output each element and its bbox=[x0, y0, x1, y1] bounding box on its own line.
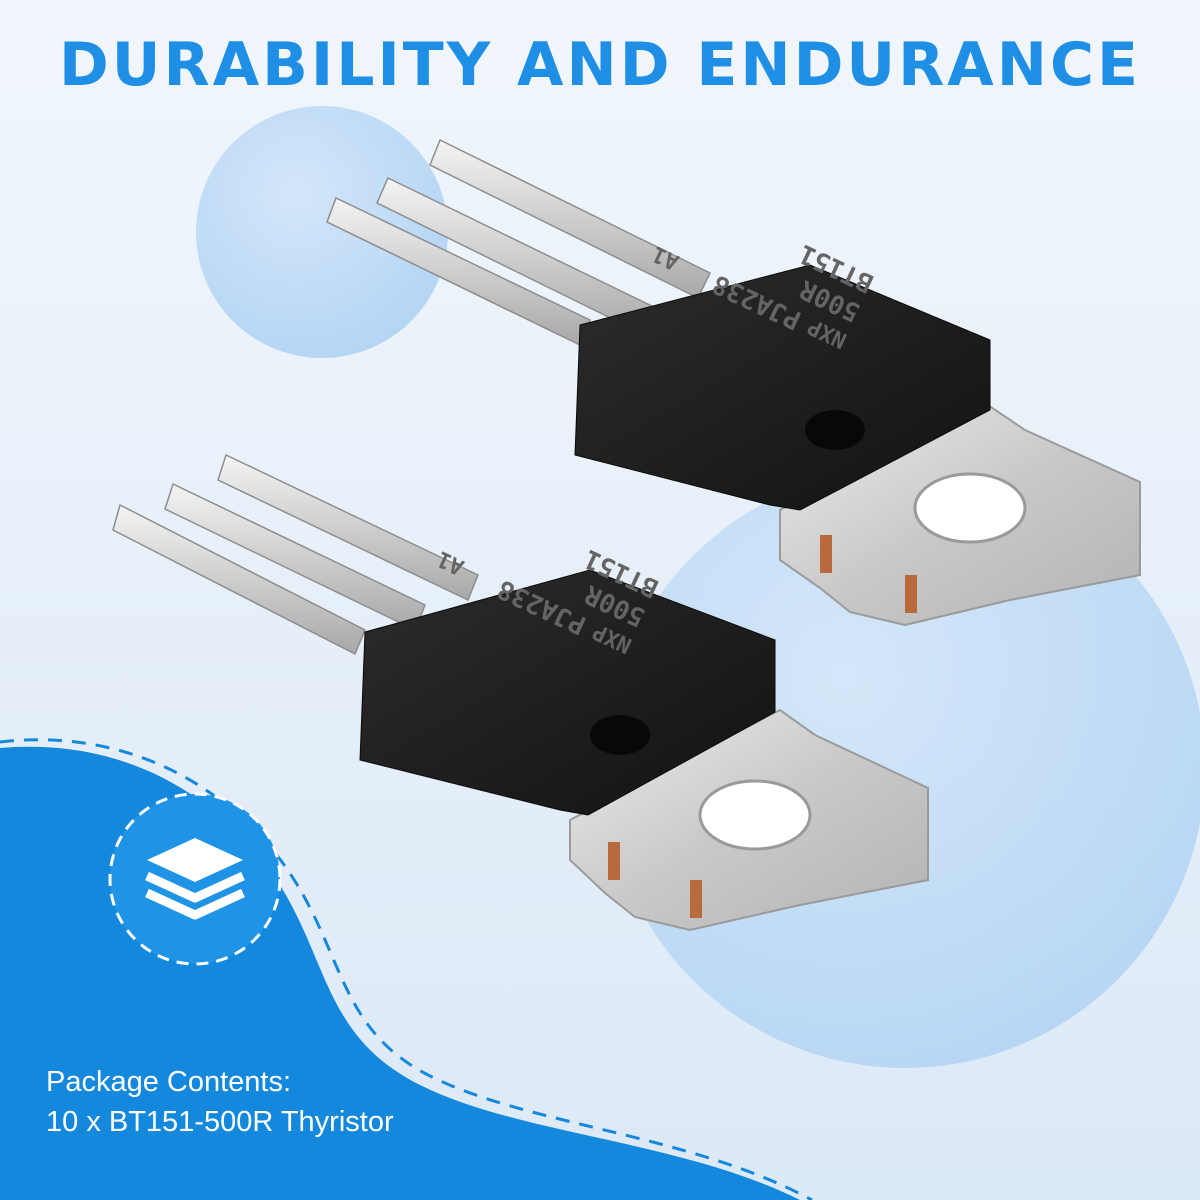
package-contents: Package Contents: 10 x BT151-500R Thyris… bbox=[46, 1062, 394, 1142]
thyristor-lower-body bbox=[359, 569, 776, 816]
decor-circle-large bbox=[605, 468, 1200, 1068]
package-contents-heading: Package Contents: bbox=[46, 1066, 292, 1098]
decor-circle-small bbox=[196, 106, 448, 358]
thyristor-upper-body bbox=[574, 264, 991, 511]
thyristor-upper bbox=[326, 138, 1141, 627]
headline: DURABILITY AND ENDURANCE bbox=[59, 30, 1141, 100]
thyristor-lower bbox=[112, 453, 929, 932]
wave-dash-line bbox=[0, 738, 813, 1200]
package-contents-item: 10 x BT151-500R Thyristor bbox=[46, 1106, 394, 1138]
thyristor-lower-pins bbox=[112, 453, 479, 656]
thyristor-upper-mount-hole bbox=[913, 472, 1027, 544]
stacked-layers-icon bbox=[108, 792, 282, 966]
thyristor-lower-mount-hole bbox=[698, 779, 812, 851]
